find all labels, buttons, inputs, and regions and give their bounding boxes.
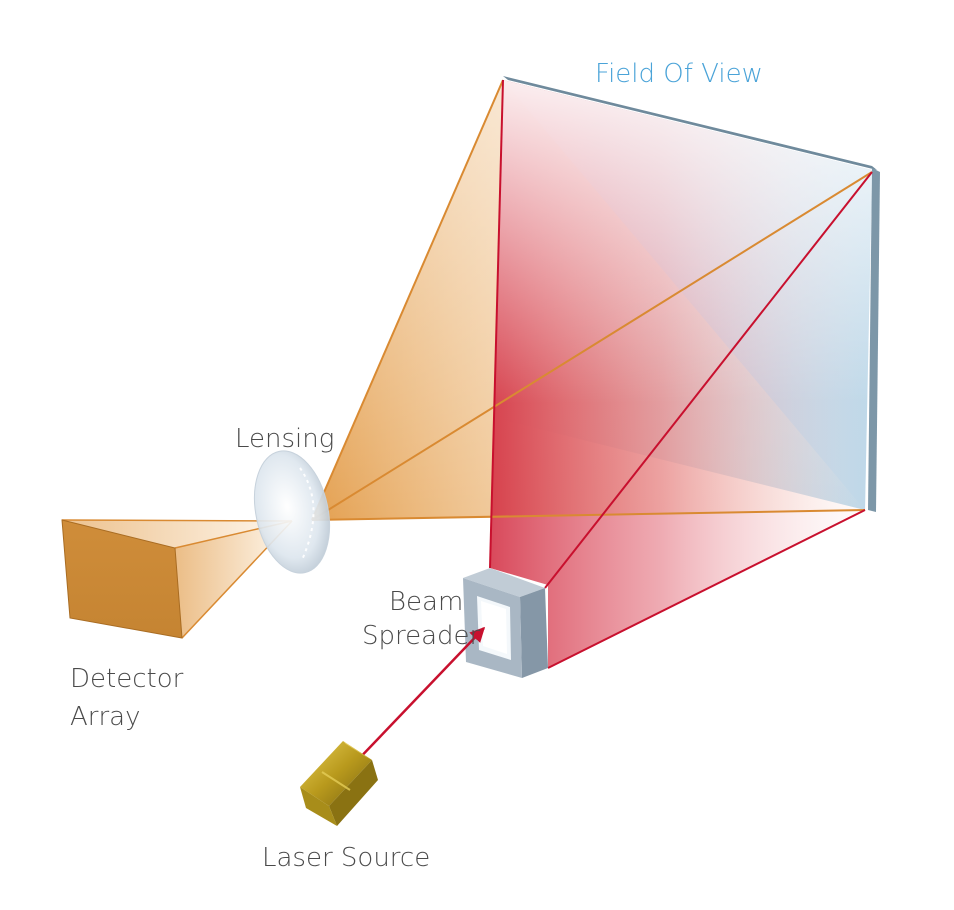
- laser-beam-arrow: [351, 626, 486, 767]
- laser-source: [300, 741, 378, 826]
- detector-cone: [62, 520, 290, 548]
- beam-spreader-label-line1: Beam: [389, 587, 463, 617]
- lens: [254, 450, 330, 574]
- receive-rays: [311, 79, 873, 521]
- laser-source-label: Laser Source: [262, 843, 430, 873]
- beam-spreader-label-line2: Spreader: [362, 621, 481, 651]
- field-of-view-label: Field Of View: [595, 59, 763, 89]
- lensing-label: Lensing: [235, 424, 334, 454]
- detector-label-line2: Array: [70, 702, 140, 732]
- transmit-cone: [490, 80, 872, 668]
- beam-spreader: [463, 568, 548, 678]
- detector-cone-lower: [175, 522, 290, 638]
- transmit-rays: [489, 79, 873, 669]
- detector-array: [61, 519, 183, 639]
- detector-label-line1: Detector: [70, 664, 184, 694]
